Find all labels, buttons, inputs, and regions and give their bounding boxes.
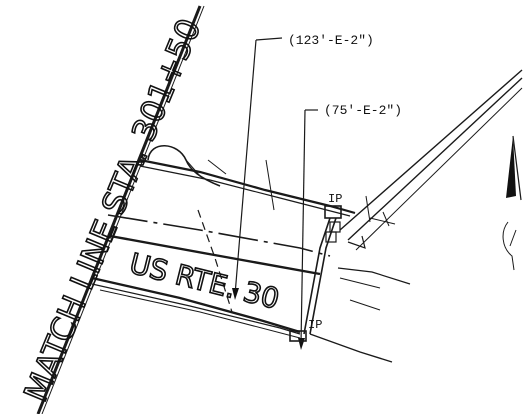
- north-arrow: [502, 135, 522, 271]
- pipe-run: [303, 217, 337, 335]
- match-line-inner: [41, 5, 205, 414]
- ip-label-upper: IP: [328, 192, 342, 206]
- callout-123-label: (123'-E-2"): [288, 33, 374, 48]
- upper-roadway-edge: [139, 158, 396, 225]
- ip-box-upper: [324, 205, 342, 219]
- curved-structure: [147, 145, 221, 187]
- right-road-edge: [337, 267, 411, 285]
- ip-box-lower: [289, 330, 307, 342]
- sight-line: [197, 209, 233, 313]
- match-line: [36, 5, 202, 414]
- match-line-label: MATCH LINE STA. 301+50: [16, 13, 208, 407]
- median-line: [109, 234, 321, 276]
- callout-123-leader: [232, 37, 283, 300]
- roadway-centerline: [107, 214, 331, 257]
- callout-75-label: (75'-E-2"): [324, 103, 402, 118]
- skewed-structure-lines: [339, 69, 523, 251]
- ip-label-lower: IP: [308, 318, 322, 332]
